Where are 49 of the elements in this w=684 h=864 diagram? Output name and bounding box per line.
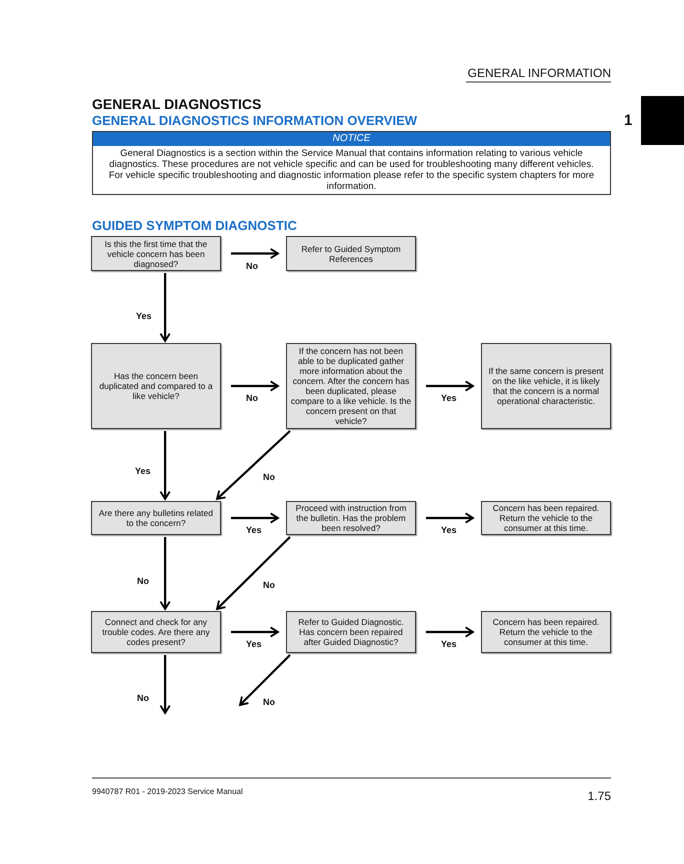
arrow [426,380,474,392]
process-box: Are there any bulletins related to the concern? [91,501,221,535]
edge-label: Yes [135,466,151,476]
arrow [426,512,474,524]
process-box: If the same concern is present on the like vehicle, it is likely that the concern is a normal operational characteristic. [481,343,611,429]
footer-text: 9940787 R01 - 2019-2023 Service Manual [92,787,243,796]
edge-label: Yes [246,525,262,535]
process-box: Connect and check for any trouble codes. Are there any codes present? [91,611,221,653]
edge-label: No [137,576,149,586]
arrow [231,512,279,524]
arrow [160,655,171,714]
process-box: If the concern has not been able to be duplicated gather more information about the concern. After the concern has been duplicated, please compare to a like vehicle. Is the concern present on that vehicle? [286,343,416,429]
arrow [239,654,291,706]
arrow [160,431,171,500]
arrow [231,626,279,638]
edge-label: Yes [136,311,152,321]
edge-label: Yes [246,639,262,649]
arrow [160,537,171,610]
section-heading: GENERAL DIAGNOSTICS INFORMATION OVERVIEW [92,113,418,128]
arrow [231,248,279,259]
arrow [216,430,291,500]
edge-label: No [137,693,149,703]
arrow [426,626,474,638]
arrow [160,273,171,342]
process-box: Refer to Guided Symptom References [286,236,416,271]
notice-text: General Diagnostics is a section within the Service Manual that contains information relating to various vehicle diagnostics. These procedures are not vehicle specific and can be used for troubleshooting many different vehicles. For vehicle specific troubleshooting and diagnostic information please refer to the specific system chapters for more information. [108,147,596,194]
notice-box [92,131,611,195]
edge-label: Yes [441,639,457,649]
process-box: Proceed with instruction from the bulletin. Has the problem been resolved? [286,501,416,535]
notice-header: NOTICE [93,132,610,146]
edge-label: No [246,261,258,271]
process-box: Is this the first time that the vehicle concern has been diagnosed? [91,236,221,271]
arrow [231,380,279,392]
edge-label: Yes [441,393,457,403]
edge-label: No [263,472,275,482]
process-box: Concern has been repaired. Return the vehicle to the consumer at this time. [481,611,611,653]
process-box: Has the concern been duplicated and compared to a like vehicle? [91,343,221,429]
page-number: 1.75 [586,789,611,803]
process-box: Concern has been repaired. Return the vehicle to the consumer at this time. [481,501,611,535]
edge-label: No [263,697,275,707]
section-heading: GUIDED SYMPTOM DIAGNOSTIC [92,218,297,233]
edge-label: Yes [441,525,457,535]
running-header: GENERAL INFORMATION [466,66,611,80]
edge-label: No [246,393,258,403]
arrow [216,536,291,610]
chapter-number: 1 [624,112,632,129]
page-heading: GENERAL DIAGNOSTICS [92,96,262,112]
process-box: Refer to Guided Diagnostic. Has concern been repaired after Guided Diagnostic? [286,611,416,653]
edge-label: No [263,580,275,590]
